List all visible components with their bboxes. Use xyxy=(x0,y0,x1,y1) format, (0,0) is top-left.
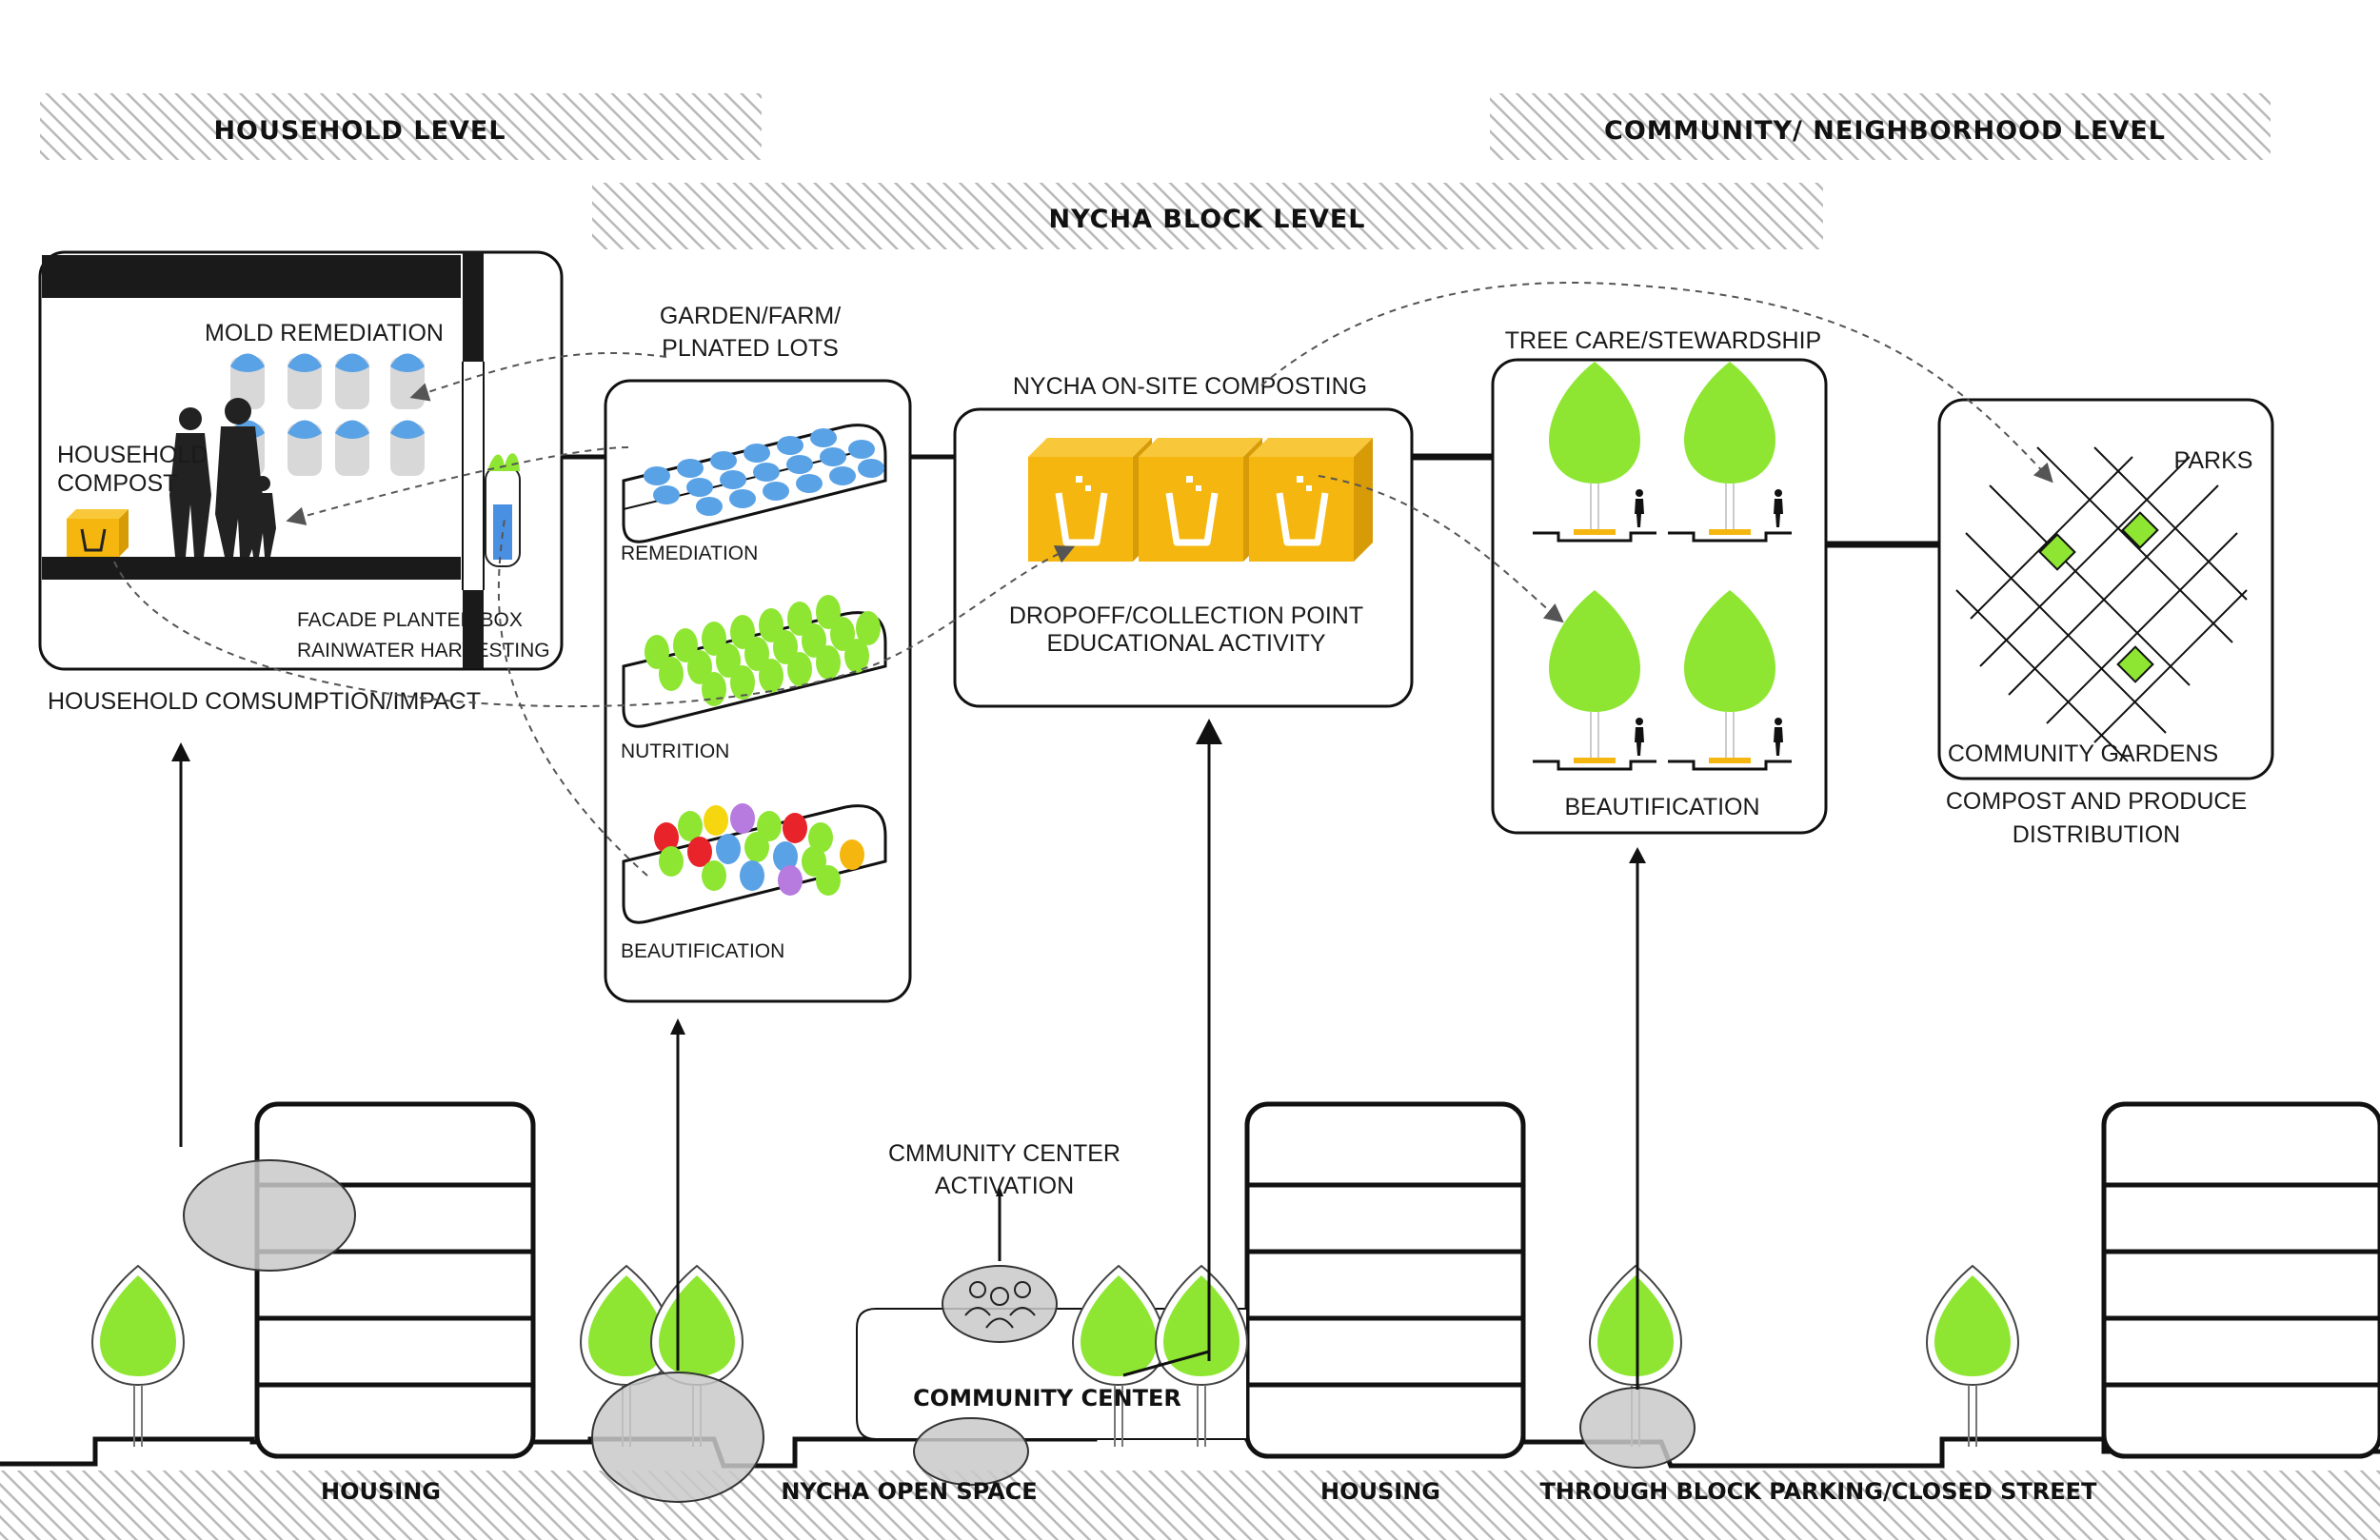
mold-remediation-label: MOLD REMEDIATION xyxy=(205,320,444,346)
band-community: COMMUNITY/ NEIGHBORHOOD LEVEL xyxy=(1490,93,2271,160)
street-grid xyxy=(1955,446,2248,762)
band-nycha-label: NYCHA BLOCK LEVEL xyxy=(1049,205,1366,234)
compost-bin-icon-1 xyxy=(1028,438,1152,562)
band-nycha: NYCHA BLOCK LEVEL xyxy=(592,183,1823,249)
nutrition-planter xyxy=(622,595,887,728)
facade-planter-box-label: FACADE PLANTER BOX xyxy=(297,609,523,631)
level-arrows xyxy=(179,731,1639,1390)
compost-bin-icon-2 xyxy=(1139,438,1262,562)
garden-title-line1: GARDEN/FARM/ xyxy=(660,303,841,329)
remediation-planter xyxy=(622,424,887,543)
compost-panel-line1: DROPOFF/COLLECTION POINT xyxy=(1009,602,1363,629)
band-community-label: COMMUNITY/ NEIGHBORHOOD LEVEL xyxy=(1604,116,2166,146)
remediation-label: REMEDIATION xyxy=(621,543,758,564)
arrowheads xyxy=(171,719,1646,1196)
tree-panel: BEAUTIFICATION xyxy=(1491,358,1828,835)
housing-building-2 xyxy=(1247,1104,1523,1456)
tree-panel-caption: BEAUTIFICATION xyxy=(1564,794,1759,820)
panel-connectors xyxy=(562,453,1939,548)
grid-panel: PARKS COMMUNITY GARDENS xyxy=(1937,398,2274,780)
family-silhouette xyxy=(169,398,276,557)
nutrition-label: NUTRITION xyxy=(621,740,729,762)
garden-panel: REMEDIATION NUTRITION BEAUTIFICATION xyxy=(604,379,912,1003)
beautification-planter xyxy=(622,803,887,924)
mold-tiles xyxy=(230,353,425,476)
grid-caption-line2: DISTRIBUTION xyxy=(2013,821,2180,848)
household-compost-label-line1: HOUSEHOLD xyxy=(57,442,208,468)
household-caption: HOUSEHOLD COMSUMPTION/IMPACT xyxy=(48,688,481,715)
household-panel: MOLD REMEDIATION HOUSEHOLD COMPOST xyxy=(38,250,564,671)
beautification-label: BEAUTIFICATION xyxy=(621,940,784,962)
housing-building-3 xyxy=(2104,1104,2380,1456)
section-tree-icon xyxy=(91,1265,185,1448)
parking-label: THROUGH BLOCK PARKING/CLOSED STREET xyxy=(1540,1478,2098,1505)
grid-caption-line1: COMPOST AND PRODUCE xyxy=(1946,788,2247,815)
garden-title-line2: PLNATED LOTS xyxy=(662,335,839,362)
compost-panel-title: NYCHA ON-SITE COMPOSTING xyxy=(1013,373,1367,400)
housing-label-1: HOUSING xyxy=(321,1478,441,1505)
section-tree-icon xyxy=(1926,1265,2019,1448)
community-group-icon xyxy=(964,1281,1036,1329)
community-center-label: COMMUNITY CENTER xyxy=(913,1385,1181,1412)
activation-label-line2: ACTIVATION xyxy=(935,1173,1074,1199)
open-space-label: NYCHA OPEN SPACE xyxy=(781,1478,1037,1505)
flow-arrows xyxy=(113,281,2053,877)
tree-panel-title: TREE CARE/STEWARDSHIP xyxy=(1505,327,1821,354)
band-household: HOUSEHOLD LEVEL xyxy=(40,93,762,160)
household-compost-bin-icon xyxy=(67,509,129,557)
rainwater-harvesting-label: RAINWATER HARVESTING xyxy=(297,640,550,661)
band-household-label: HOUSEHOLD LEVEL xyxy=(213,116,506,146)
community-gardens-label: COMMUNITY GARDENS xyxy=(1948,740,2218,767)
compost-panel-line2: EDUCATIONAL ACTIVITY xyxy=(1046,630,1325,657)
household-compost-label-line2: COMPOST xyxy=(57,470,177,497)
compost-bin-icon-3 xyxy=(1249,438,1373,562)
housing-label-2: HOUSING xyxy=(1320,1478,1440,1505)
facade-planter-box-icon xyxy=(485,453,521,567)
compost-panel: DROPOFF/COLLECTION POINT EDUCATIONAL ACT… xyxy=(953,407,1414,708)
activation-label-line1: CMMUNITY CENTER xyxy=(888,1140,1121,1167)
housing-building-1 xyxy=(257,1104,533,1456)
parks-label: PARKS xyxy=(2174,447,2253,474)
